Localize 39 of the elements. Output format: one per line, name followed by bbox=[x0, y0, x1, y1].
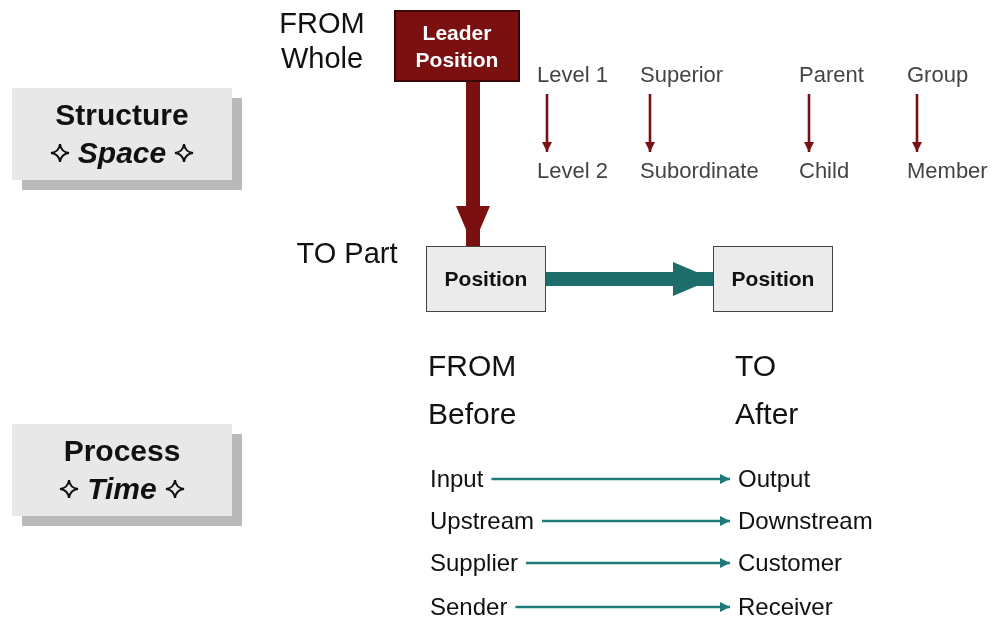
term-text: Subordinate bbox=[640, 158, 759, 184]
term-text: Superior bbox=[640, 62, 724, 88]
term-text: Upstream bbox=[430, 507, 535, 535]
arrow bbox=[542, 94, 552, 152]
term-text: Group bbox=[907, 62, 969, 88]
leader-box: Leader Position bbox=[394, 10, 520, 82]
term-text: Sender bbox=[430, 593, 508, 621]
term-text: Parent bbox=[799, 62, 864, 88]
block-arrow bbox=[456, 82, 490, 246]
position-box: Position bbox=[713, 246, 833, 312]
direction-label: TO Part bbox=[295, 236, 399, 271]
card-subtitle: Time bbox=[87, 472, 157, 506]
arrow bbox=[912, 94, 922, 152]
arrow bbox=[804, 94, 814, 152]
direction-label: TO bbox=[735, 348, 778, 384]
arrow bbox=[645, 94, 655, 152]
term-text: Receiver bbox=[738, 593, 833, 621]
arrow bbox=[515, 602, 730, 612]
direction-label: FROM Whole bbox=[278, 6, 366, 76]
term-text: Child bbox=[799, 158, 850, 184]
term-text: Customer bbox=[738, 549, 843, 577]
term-text: Input bbox=[430, 465, 484, 493]
term-text: Member bbox=[907, 158, 988, 184]
card-title: Structure bbox=[55, 98, 189, 132]
arrow bbox=[491, 474, 730, 484]
position-box: Position bbox=[426, 246, 546, 312]
block-arrow bbox=[546, 262, 713, 296]
direction-label: Before bbox=[428, 396, 518, 432]
arrow bbox=[542, 516, 730, 526]
term-text: Output bbox=[738, 465, 811, 493]
term-text: Downstream bbox=[738, 507, 873, 535]
direction-label: FROM bbox=[428, 348, 518, 384]
arrow bbox=[526, 558, 730, 568]
term-text: Level 2 bbox=[537, 158, 608, 184]
term-text: Level 1 bbox=[537, 62, 608, 88]
term-text: Supplier bbox=[430, 549, 519, 577]
card-title: Process bbox=[63, 434, 181, 468]
direction-label: After bbox=[735, 396, 800, 432]
card-subtitle: Space bbox=[77, 136, 167, 170]
